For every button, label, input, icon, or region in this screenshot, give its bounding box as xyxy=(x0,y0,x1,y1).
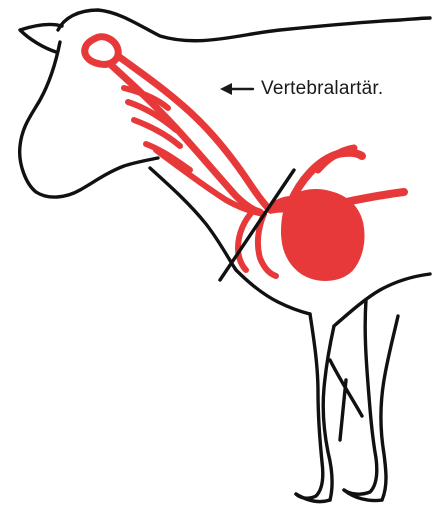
calf-back-line xyxy=(58,10,430,41)
calf-belly xyxy=(334,274,430,326)
arrow-left-icon xyxy=(220,83,253,95)
carotid-artery xyxy=(110,64,260,212)
calf-far-leg-front xyxy=(344,300,377,494)
calf-far-leg-back xyxy=(381,316,398,500)
calf-front-leg-front xyxy=(296,314,323,498)
descending-aorta xyxy=(346,192,404,202)
vertebral-artery-label: Vertebralartär. xyxy=(261,78,383,100)
calf-knee-detail-2 xyxy=(340,380,346,440)
head-artery-loop xyxy=(85,37,118,65)
calf-ear xyxy=(20,24,62,52)
vertebral-artery xyxy=(118,56,270,210)
calf-front-leg-back xyxy=(323,326,334,500)
brachial-branch-2 xyxy=(258,214,276,276)
